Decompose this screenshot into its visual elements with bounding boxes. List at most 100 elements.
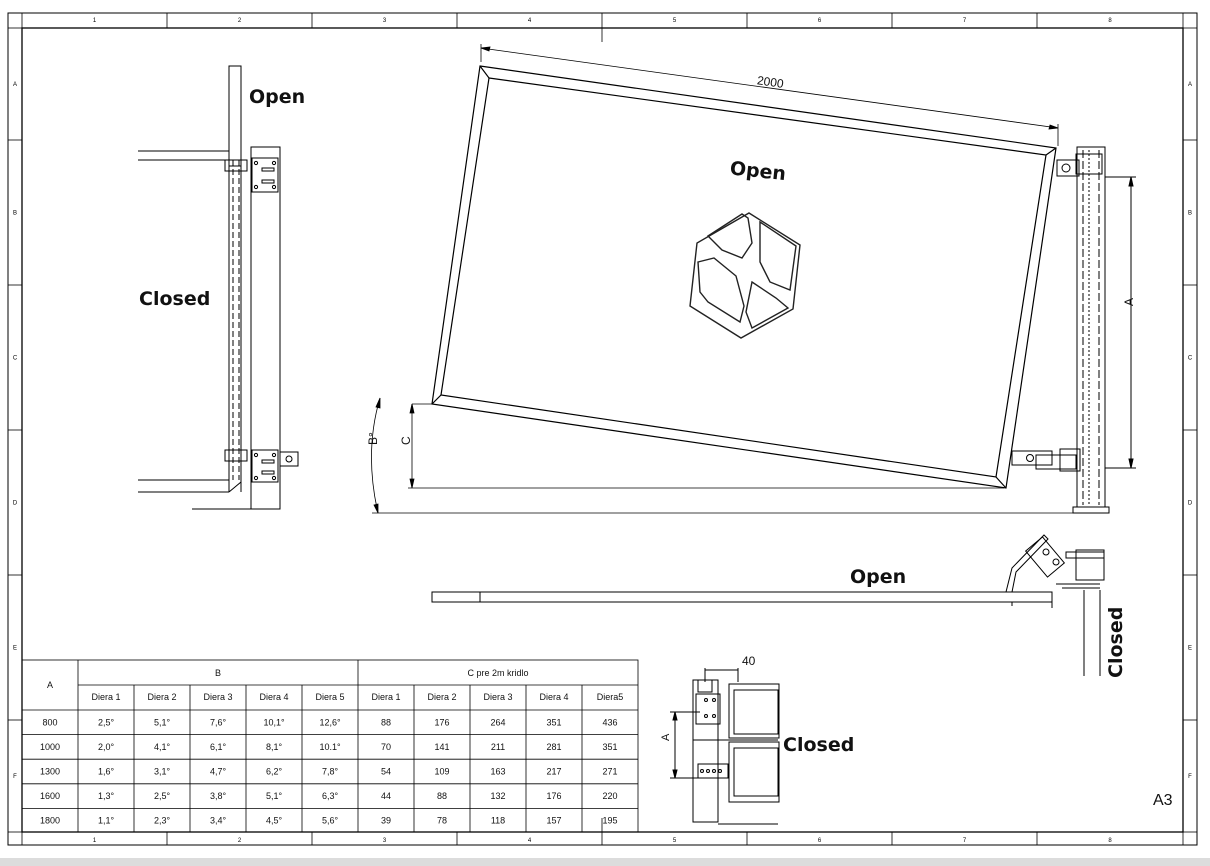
bottom-scroll-strip — [0, 858, 1210, 866]
table-cell: 132 — [490, 791, 505, 801]
table-cell: 351 — [546, 717, 561, 727]
table-subheader: Diera 3 — [203, 692, 232, 702]
zone-column-label: 8 — [1108, 18, 1112, 24]
zone-row-label: C — [1188, 356, 1193, 362]
zone-column-label: 5 — [673, 838, 677, 844]
table-cell: 10,1° — [263, 717, 285, 727]
zone-row-label: B — [13, 211, 17, 217]
table-cell: 220 — [602, 791, 617, 801]
table-cell: 163 — [490, 767, 505, 777]
table-subheader: Diera 4 — [259, 692, 288, 702]
table-cell: 195 — [602, 816, 617, 826]
table-subheader: Diera5 — [597, 692, 624, 702]
table-cell: 264 — [490, 717, 505, 727]
main-open-label: Open — [729, 157, 787, 185]
zone-ticks — [8, 13, 1197, 845]
table-cell: 4,5° — [266, 816, 283, 826]
zone-column-label: 4 — [528, 838, 532, 844]
table-subheader: Diera 5 — [315, 692, 344, 702]
zone-row-label: D — [1188, 501, 1193, 507]
detail-closed-label: Closed — [783, 734, 854, 756]
table-cell: 118 — [491, 816, 505, 826]
table-cell: 141 — [434, 742, 449, 752]
table-cell: 54 — [381, 767, 391, 777]
table-cell: 2,5° — [98, 717, 115, 727]
offset-c-label: C — [399, 436, 413, 445]
table-cell: 271 — [602, 767, 617, 777]
table-cell: 2,0° — [98, 742, 115, 752]
length-dimension — [480, 44, 1059, 146]
table-cell: 1000 — [40, 742, 60, 752]
table-cell: 12,6° — [319, 717, 341, 727]
table-cell: 1,3° — [98, 791, 115, 801]
table-subheader: Diera 3 — [483, 692, 512, 702]
zone-column-label: 4 — [528, 18, 532, 24]
table-cell: 217 — [546, 767, 561, 777]
zone-row-label: D — [13, 501, 18, 507]
table-subheader: Diera 1 — [91, 692, 120, 702]
zone-column-label: 6 — [818, 838, 822, 844]
table-cell: 6,3° — [322, 791, 339, 801]
table-cell: 8,1° — [266, 742, 283, 752]
table-cell: 88 — [437, 791, 447, 801]
table-cell: 800 — [42, 717, 57, 727]
plan-closed-label: Closed — [1105, 607, 1127, 678]
table-cell: 6,2° — [266, 767, 283, 777]
table-cell: 6,1° — [210, 742, 227, 752]
zone-column-label: 7 — [963, 838, 967, 844]
right-post — [1011, 146, 1136, 514]
side-view — [138, 65, 299, 510]
side-open-label: Open — [249, 86, 305, 108]
zone-column-label: 3 — [383, 18, 387, 24]
sheet-size-label: A3 — [1153, 792, 1173, 809]
table-header-b: B — [215, 668, 221, 678]
zone-column-label: 1 — [93, 18, 97, 24]
table-header-a: A — [47, 680, 53, 690]
table-cell: 44 — [381, 791, 391, 801]
table-cell: 2,3° — [154, 816, 171, 826]
table-cell: 1600 — [40, 791, 60, 801]
table-cell: 5,1° — [154, 717, 171, 727]
zone-row-label: A — [13, 82, 17, 88]
table-cell: 7,6° — [210, 717, 227, 727]
table-header-c: C pre 2m kridlo — [467, 668, 528, 678]
detail-width-label: 40 — [742, 654, 756, 668]
zone-row-label: F — [13, 774, 17, 780]
table-cell: 157 — [546, 816, 561, 826]
table-cell: 281 — [546, 742, 561, 752]
table-cell: 436 — [602, 717, 617, 727]
zone-column-label: 1 — [93, 838, 97, 844]
table-cell: 1,1° — [98, 816, 115, 826]
table-cell: 39 — [381, 816, 391, 826]
zone-column-label: 2 — [238, 838, 242, 844]
length-dimension-text: 2000 — [756, 73, 785, 91]
zone-row-label: A — [1188, 82, 1192, 88]
table-cell: 1800 — [40, 816, 60, 826]
table-cell: 3,4° — [210, 816, 227, 826]
table-cell: 5,1° — [266, 791, 283, 801]
zone-row-label: E — [13, 646, 17, 652]
table-cell: 1,6° — [98, 767, 115, 777]
angle-c-dimensions — [371, 397, 1080, 514]
zone-column-label: 5 — [673, 18, 677, 24]
zone-column-label: 2 — [238, 18, 242, 24]
zone-row-label: C — [13, 356, 18, 362]
outer-frame — [7, 12, 1198, 846]
detail-a-label: A — [660, 733, 672, 741]
hexagon-logo-icon — [689, 212, 801, 339]
table-cell: 176 — [546, 791, 561, 801]
table-subheader: Diera 2 — [147, 692, 176, 702]
plan-open-label: Open — [850, 566, 906, 588]
table-cell: 70 — [381, 742, 391, 752]
height-a-label: A — [1122, 298, 1136, 306]
table-subheader: Diera 1 — [371, 692, 400, 702]
zone-column-label: 8 — [1108, 838, 1112, 844]
zone-row-label: E — [1188, 646, 1192, 652]
side-closed-label: Closed — [139, 288, 210, 310]
table-cell: 78 — [437, 816, 447, 826]
plan-view — [431, 534, 1105, 676]
table-cell: 4,1° — [154, 742, 171, 752]
table-subheader: Diera 4 — [539, 692, 568, 702]
